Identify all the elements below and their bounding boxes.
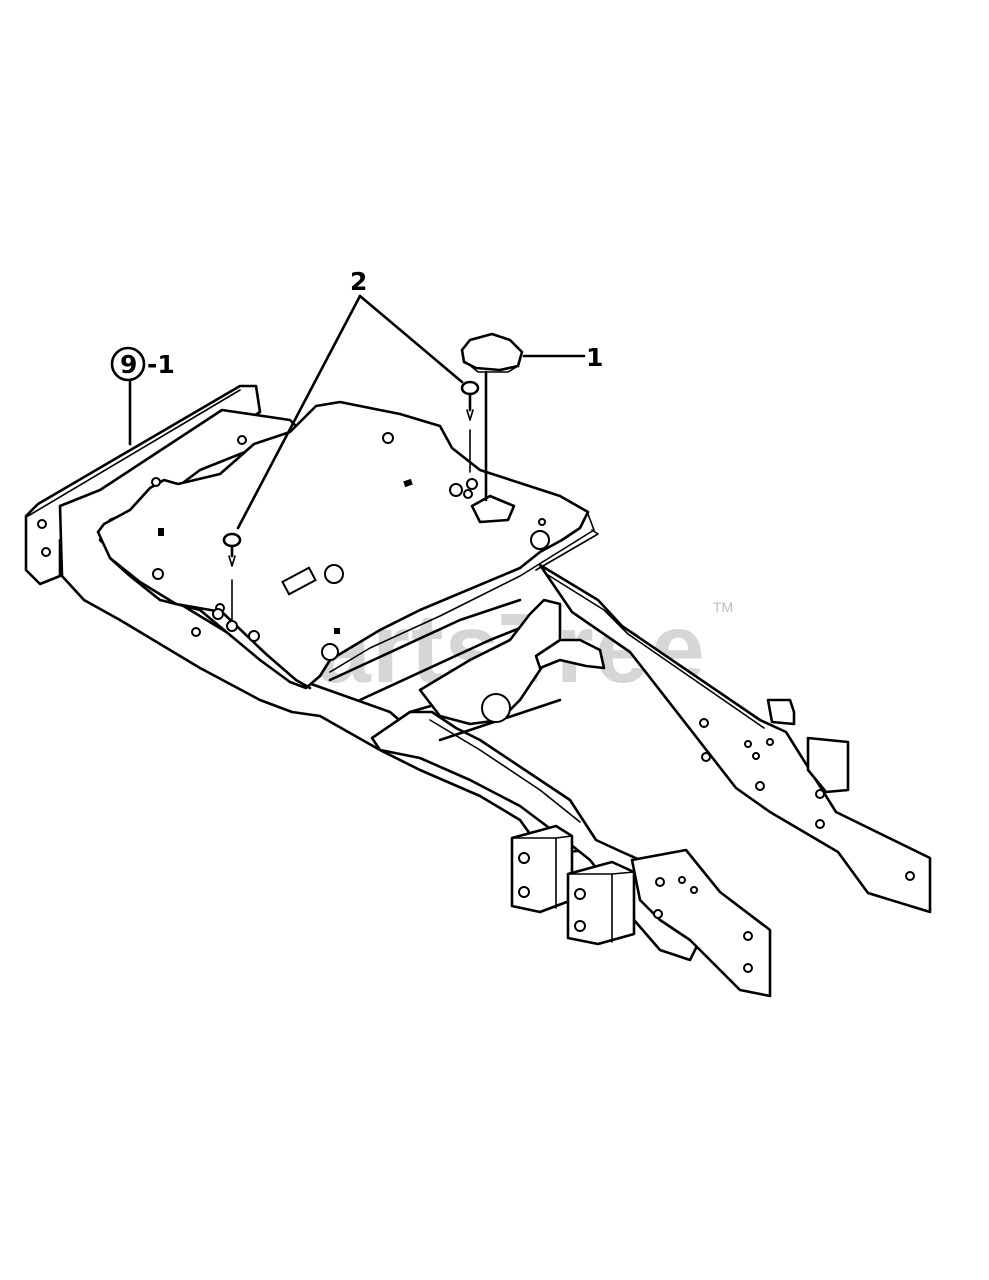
plug-cap-part [460, 332, 586, 502]
front-blocks [510, 824, 636, 946]
callout-ref-9: 9 -1 [110, 346, 175, 382]
watermark-trademark: TM [713, 599, 733, 615]
screw-lower [212, 532, 260, 642]
screw-upper [449, 380, 480, 499]
leader-lines [128, 294, 464, 530]
center-bracket [418, 598, 606, 726]
rear-leg-rail [630, 848, 772, 998]
right-frame-rail [538, 563, 932, 914]
ref-circle-label: 9 [120, 350, 137, 379]
callout-1-label: 1 [586, 343, 603, 372]
ref-circle [110, 346, 146, 382]
callout-2: 2 [350, 267, 367, 296]
callout-1: 1 [586, 343, 603, 372]
ref-suffix-label: -1 [147, 350, 175, 379]
callout-2-label: 2 [350, 267, 367, 296]
